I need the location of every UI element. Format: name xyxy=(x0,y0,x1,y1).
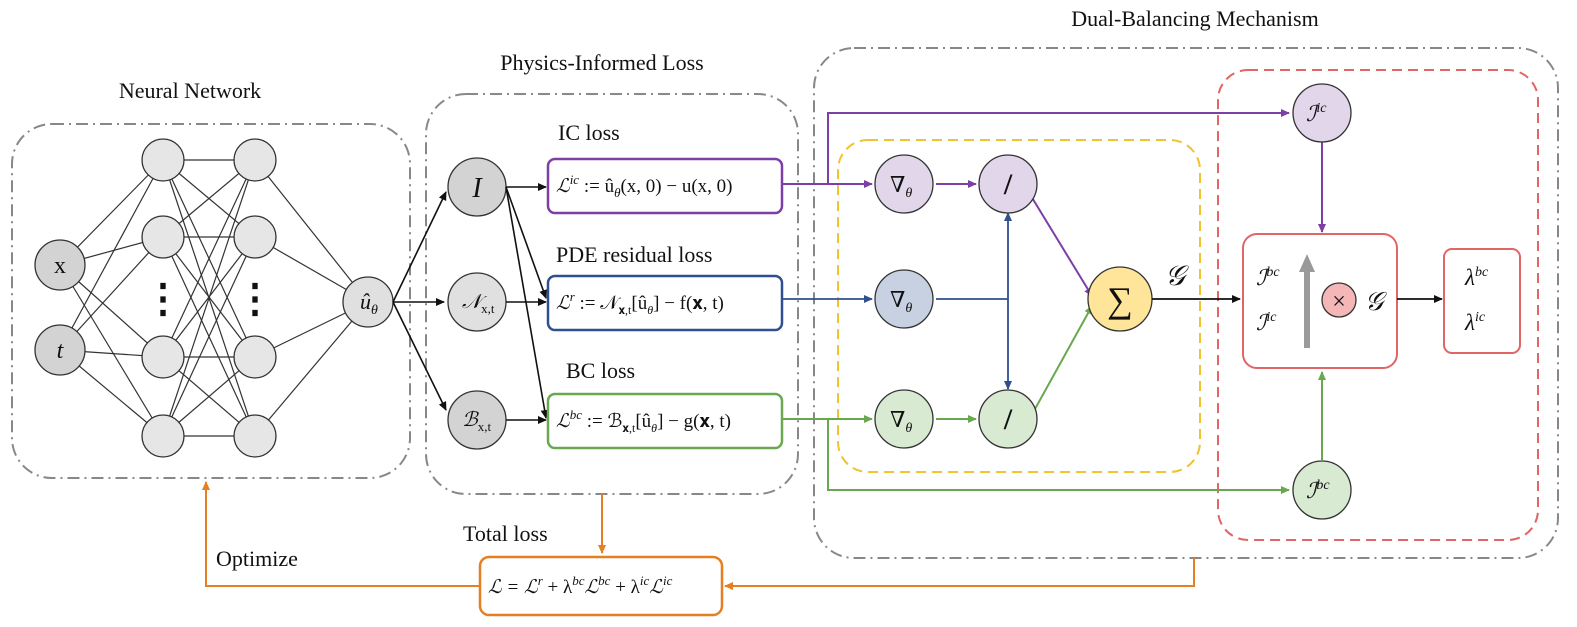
bc-loss-box xyxy=(546,392,784,450)
residual-loss-box xyxy=(546,274,784,332)
divide-bc-symbol: / xyxy=(1003,403,1013,436)
grad-ic-label: ∇θ xyxy=(890,172,912,201)
input-t-label: t xyxy=(57,338,65,364)
lambda-box xyxy=(1443,248,1521,354)
hidden-node xyxy=(233,414,277,458)
arrow-I-to-r xyxy=(505,186,548,299)
I-bc-node xyxy=(1292,460,1352,520)
input-node-x xyxy=(34,239,86,291)
arrow-to-I xyxy=(392,191,447,303)
arrow-div-bc-to-sum xyxy=(1034,305,1093,410)
hidden-dots-1: ⋮ xyxy=(143,276,183,321)
total-loss-box xyxy=(478,555,724,617)
arrow-bc-to-I-bc xyxy=(827,419,1290,494)
divide-bc-node xyxy=(978,389,1038,449)
hidden-node xyxy=(233,138,277,182)
loss-group-box xyxy=(425,93,799,495)
total-loss-label: Total loss xyxy=(463,521,548,546)
arrow-to-B xyxy=(392,301,447,411)
arrow-ic-to-I-ic xyxy=(827,109,1290,184)
G-label: 𝒢 xyxy=(1165,261,1189,292)
hidden-node xyxy=(141,335,185,379)
bc-loss-label: BC loss xyxy=(566,358,635,383)
ic-loss-label: IC loss xyxy=(558,120,620,145)
grad-ic-node xyxy=(874,154,934,214)
operator-B-label: ℬx,t xyxy=(462,409,491,434)
hidden-node xyxy=(141,215,185,259)
arrow-div-ic-to-sum xyxy=(1030,195,1093,297)
nn-connections xyxy=(59,159,369,437)
ic-loss-box xyxy=(546,157,784,215)
box-G-label: 𝒢 xyxy=(1365,287,1388,316)
grad-r-node xyxy=(874,269,934,329)
lambda-ic-label: λic xyxy=(1464,310,1486,335)
multiply-node xyxy=(1321,282,1357,318)
compare-arrow-head xyxy=(1299,254,1315,272)
total-loss-equation: ℒ = ℒr + λbcℒbc + λicℒic xyxy=(488,573,673,598)
divide-ic-node xyxy=(978,154,1038,214)
grad-bc-node xyxy=(874,389,934,449)
gradient-group-box xyxy=(837,139,1201,473)
lambda-bc-label: λbc xyxy=(1464,265,1489,290)
hidden-node xyxy=(233,335,277,379)
I-ic-node xyxy=(1292,83,1352,143)
title-dual-balancing: Dual-Balancing Mechanism xyxy=(1071,6,1318,31)
hidden-node xyxy=(233,215,277,259)
output-label: ûθ xyxy=(360,289,378,318)
balancing-box xyxy=(1242,233,1398,369)
grad-r-label: ∇θ xyxy=(890,287,912,316)
nn-group-box xyxy=(11,123,411,479)
arrow-lambda-to-total xyxy=(724,558,1195,590)
sum-symbol: ∑ xyxy=(1107,280,1133,320)
arrow-optimize xyxy=(202,481,479,587)
title-physics-informed-loss: Physics-Informed Loss xyxy=(500,50,703,75)
ic-loss-equation: ℒic := ûθ(x, 0) − u(x, 0) xyxy=(556,172,733,200)
grad-bc-label: ∇θ xyxy=(890,407,912,436)
residual-loss-equation: ℒr := 𝒩𝐱,t[ûθ] − f(𝐱, t) xyxy=(556,289,724,317)
hidden-node xyxy=(141,138,185,182)
dual-group-box xyxy=(813,47,1559,559)
input-x-label: x xyxy=(54,253,66,279)
divide-ic-symbol: / xyxy=(1003,168,1013,201)
bc-loss-equation: ℒbc := ℬ𝐱,t[ûθ] − g(𝐱, t) xyxy=(556,407,731,435)
operator-N-label: 𝒩x,t xyxy=(462,291,495,316)
pde-loss-label: PDE residual loss xyxy=(556,242,712,267)
optimize-label: Optimize xyxy=(216,546,298,571)
hidden-dots-2: ⋮ xyxy=(235,276,275,321)
balancing-group-box xyxy=(1217,69,1539,541)
multiply-symbol: × xyxy=(1332,289,1346,315)
operator-I-label: I xyxy=(471,173,483,204)
input-node-t xyxy=(34,324,86,376)
hidden-node xyxy=(141,414,185,458)
title-neural-network: Neural Network xyxy=(119,78,261,103)
